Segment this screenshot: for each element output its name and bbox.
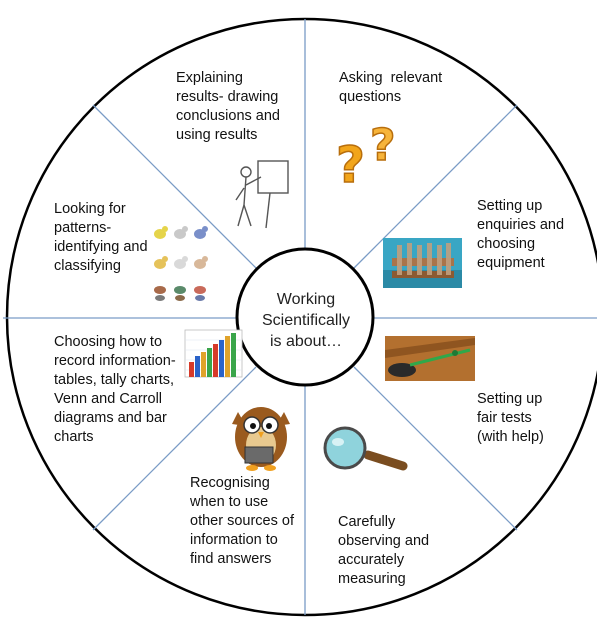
segment-line: identifying and <box>54 239 148 255</box>
divider-lines <box>3 19 597 615</box>
segment-line: other sources of <box>190 513 294 529</box>
segment-line: Choosing how to <box>54 334 163 350</box>
bar-chart-icon <box>184 329 243 378</box>
segment-line: conclusions and <box>176 108 280 124</box>
segment-line: Explaining <box>176 70 243 86</box>
segment-line: Setting up <box>477 391 543 407</box>
segment-line: information to <box>190 532 278 548</box>
segment-line: questions <box>339 89 402 105</box>
segment-asking: Asking relevant questions <box>339 69 442 107</box>
svg-text:?: ? <box>370 120 396 171</box>
svg-text:?: ? <box>336 136 365 194</box>
segment-line: patterns- <box>54 220 112 236</box>
segment-line: (with help) <box>477 429 544 445</box>
segment-line: enquiries and <box>477 217 565 233</box>
center-label: Working Scientifically is about… <box>240 289 372 352</box>
segment-line: Looking for <box>54 201 126 217</box>
segment-line: diagrams and bar <box>54 410 167 426</box>
test-tube-rack-icon <box>383 238 462 288</box>
segment-line: when to use <box>190 494 269 510</box>
segment-line: observing and <box>338 533 430 549</box>
teacher-pointing-board-icon <box>235 160 289 229</box>
center-line: Working <box>276 291 336 308</box>
segment-line: fair tests <box>477 410 532 426</box>
segment-line: results- drawing <box>176 89 279 105</box>
center-line: is about… <box>269 333 343 350</box>
segment-observing: Carefully observing and accurately measu… <box>338 513 429 589</box>
segment-line: charts <box>54 429 94 445</box>
segment-line: using results <box>176 127 258 143</box>
segment-line: Setting up <box>477 198 543 214</box>
birds-grid-icon <box>154 226 208 301</box>
magnifying-glass-icon <box>323 426 408 471</box>
center-line: Scientifically <box>261 312 351 329</box>
segment-line: classifying <box>54 258 121 274</box>
segment-recording: Choosing how to record information- tabl… <box>54 333 176 447</box>
segment-explaining: Explaining results- drawing conclusions … <box>176 69 280 145</box>
segment-fair-tests: Setting up fair tests (with help) <box>477 390 544 447</box>
center-circle <box>235 247 375 387</box>
segment-line: Venn and Carroll <box>54 391 163 407</box>
segment-line: measuring <box>338 571 406 587</box>
segment-patterns: Looking for patterns- identifying and cl… <box>54 200 148 276</box>
toy-car-ramp-icon <box>385 336 475 381</box>
segment-line: find answers <box>190 551 272 567</box>
segment-setting-up-enquiries: Setting up enquiries and choosing equipm… <box>477 197 564 273</box>
segment-line: Carefully <box>338 514 396 530</box>
segment-line: Recognising <box>190 475 270 491</box>
segment-line: tables, tally charts, <box>54 372 175 388</box>
segment-line: record information- <box>54 353 176 369</box>
segment-line: Asking relevant <box>339 70 443 86</box>
segment-line: equipment <box>477 255 545 271</box>
segment-sources: Recognising when to use other sources of… <box>190 474 294 569</box>
segment-line: choosing <box>477 236 536 252</box>
owl-reading-icon <box>232 407 290 471</box>
question-marks-icon: ? ? <box>335 119 396 195</box>
segment-line: accurately <box>338 552 405 568</box>
